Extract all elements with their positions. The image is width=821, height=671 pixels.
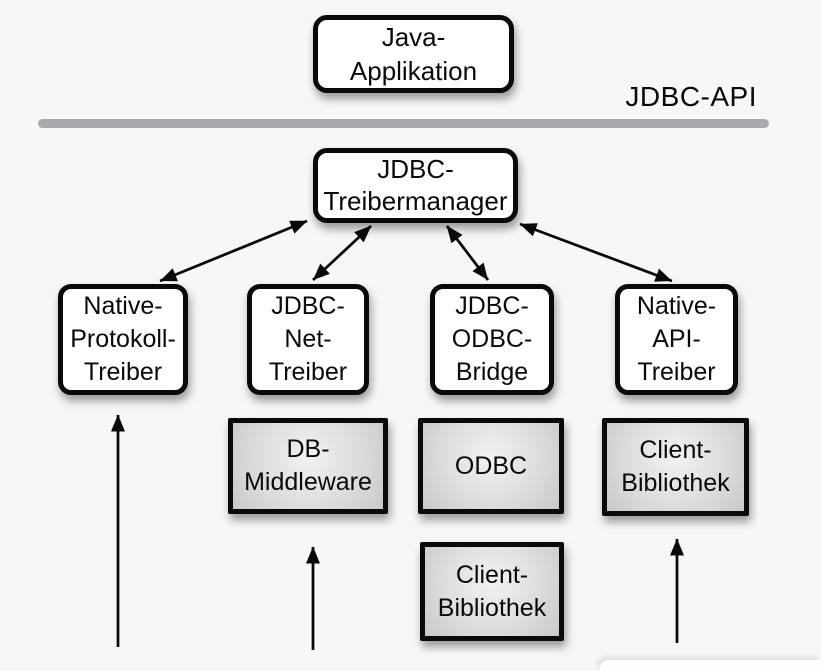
odbc-box: ODBC [418,418,564,514]
connector-manager-native-api [519,222,673,283]
jdbc-treibermanager-box: JDBC- Treibermanager [313,148,518,223]
native-api-treiber-box: Native- API- Treiber [615,284,738,395]
connector-manager-jdbc-net [312,224,372,282]
connector-manager-jdbc-odbc [445,225,490,281]
client-bibliothek-box-bottom: Client- Bibliothek [420,542,564,641]
jdbc-odbc-bridge-box: JDBC- ODBC- Bridge [430,284,554,395]
jdbc-net-treiber-box: JDBC- Net- Treiber [247,284,369,395]
java-application-box: Java- Applikation [313,15,514,93]
jdbc-api-divider-line [38,119,769,128]
client-bibliothek-box-right: Client- Bibliothek [602,418,749,516]
db-middleware-box: DB- Middleware [228,418,388,514]
cutoff-box-edge [600,660,821,671]
connector-manager-native-protokoll [159,219,308,283]
jdbc-api-label: JDBC-API [625,81,757,112]
native-protokoll-treiber-box: Native- Protokoll- Treiber [58,284,188,395]
